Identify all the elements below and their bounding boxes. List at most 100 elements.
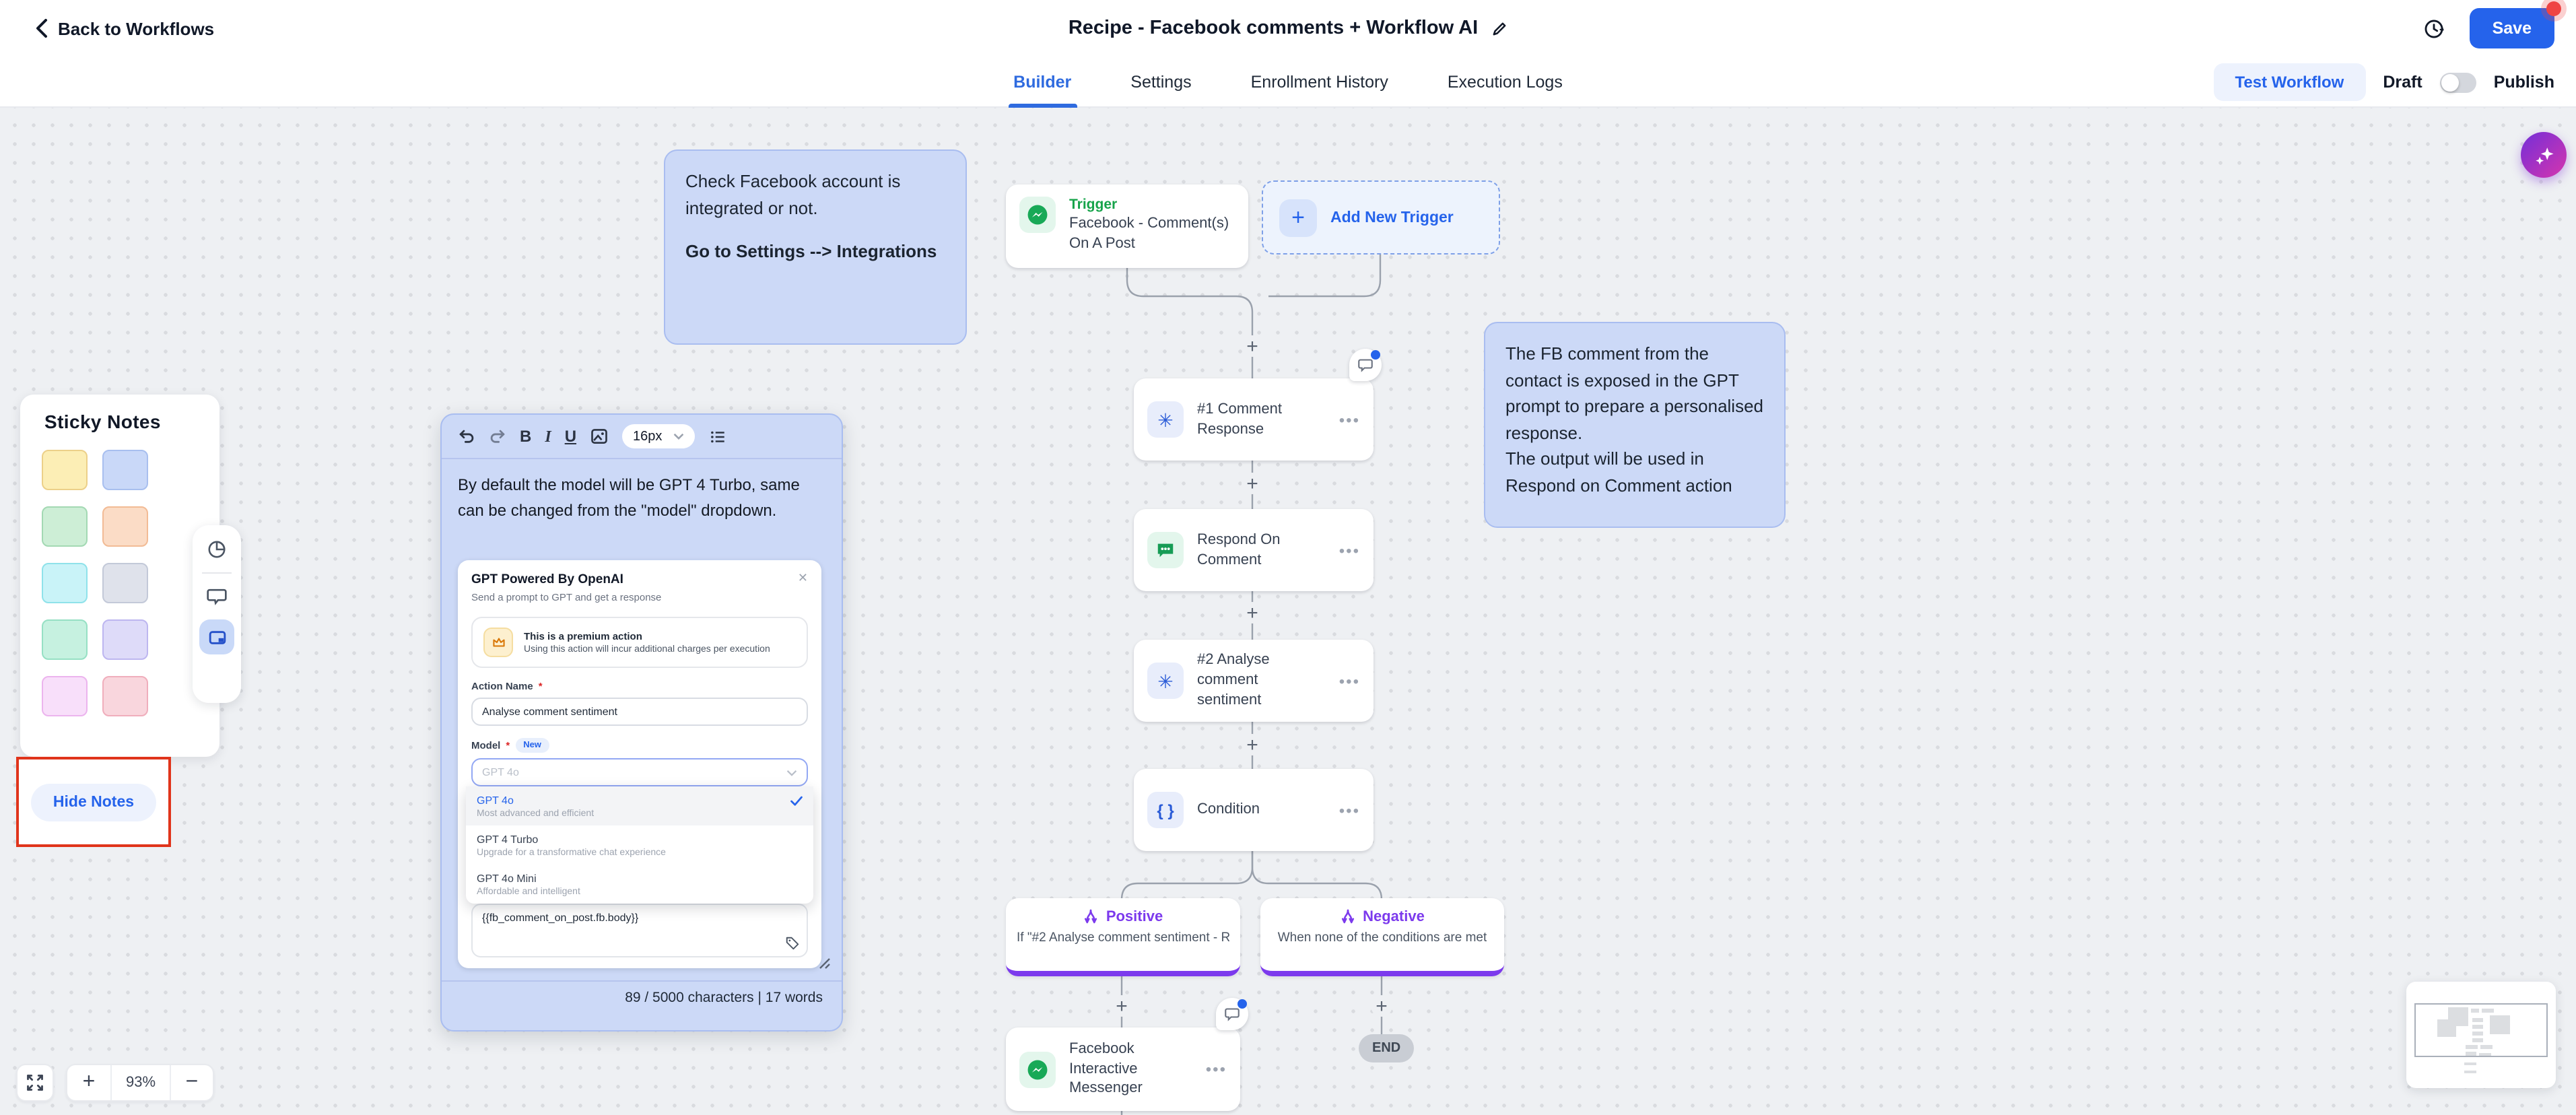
sticky-note-bold-text: Go to Settings --> Integrations xyxy=(685,241,937,261)
action-name-label: Action Name* xyxy=(471,680,543,692)
branch-negative[interactable]: Negative When none of the conditions are… xyxy=(1260,898,1504,976)
header-right: Save xyxy=(2422,0,2561,57)
swatch-green[interactable] xyxy=(42,506,88,547)
fit-to-screen-button[interactable] xyxy=(16,1064,54,1102)
tab-execution-logs[interactable]: Execution Logs xyxy=(1447,73,1563,92)
node-menu-dots[interactable]: ••• xyxy=(1338,671,1360,690)
redo-icon[interactable] xyxy=(489,428,506,445)
node-menu-dots[interactable]: ••• xyxy=(1205,1060,1227,1079)
comment-indicator-badge[interactable] xyxy=(1216,998,1248,1030)
add-action-plus-3[interactable]: + xyxy=(1242,601,1263,624)
stats-pie-icon[interactable] xyxy=(206,539,228,560)
save-label: Save xyxy=(2492,19,2532,38)
swatch-cyan[interactable] xyxy=(42,563,88,603)
bullet-list-icon[interactable] xyxy=(708,428,726,445)
trigger-node[interactable]: Trigger Facebook - Comment(s) On A Post xyxy=(1006,184,1248,268)
test-workflow-button[interactable]: Test Workflow xyxy=(2213,63,2366,101)
branch-icon xyxy=(1342,909,1355,924)
toggle-knob xyxy=(2441,73,2459,91)
page-title: Recipe - Facebook comments + Workflow AI xyxy=(1068,18,1479,39)
node-label: Condition xyxy=(1197,801,1260,818)
page-title-wrap: Recipe - Facebook comments + Workflow AI xyxy=(0,0,2576,57)
publish-toggle[interactable] xyxy=(2439,72,2476,92)
swatch-yellow[interactable] xyxy=(42,450,88,490)
sticky-note-text: Check Facebook account is integrated or … xyxy=(685,171,901,217)
ai-assistant-fab[interactable] xyxy=(2521,132,2567,178)
sticky-note-editor[interactable]: B I U 16px By default the model will be … xyxy=(440,413,843,1032)
zoom-in-button[interactable]: + xyxy=(82,1071,96,1093)
tab-bar: Builder Settings Enrollment History Exec… xyxy=(0,57,2576,108)
node-menu-dots[interactable]: ••• xyxy=(1338,541,1360,560)
expand-icon xyxy=(27,1075,43,1091)
new-badge: New xyxy=(515,738,549,753)
publish-label: Publish xyxy=(2493,73,2554,92)
undo-icon[interactable] xyxy=(458,428,475,445)
swatch-lavender[interactable] xyxy=(102,619,148,660)
tab-settings[interactable]: Settings xyxy=(1130,73,1192,92)
add-action-plus-negative[interactable]: + xyxy=(1371,994,1392,1017)
respond-comment-icon xyxy=(1147,532,1184,568)
comment-indicator-badge[interactable] xyxy=(1349,349,1382,381)
premium-title: This is a premium action xyxy=(524,630,642,642)
branch-positive[interactable]: Positive If "#2 Analyse comment sentimen… xyxy=(1006,898,1240,976)
tab-builder[interactable]: Builder xyxy=(1008,57,1077,108)
back-label: Back to Workflows xyxy=(58,18,215,38)
minimap-viewport xyxy=(2414,1003,2548,1057)
save-button[interactable]: Save xyxy=(2469,1,2561,48)
font-size-dropdown[interactable]: 16px xyxy=(622,424,695,448)
resize-handle-icon[interactable] xyxy=(815,953,831,970)
editor-note-text[interactable]: By default the model will be GPT 4 Turbo… xyxy=(458,475,800,520)
swatch-pink[interactable] xyxy=(42,676,88,716)
tab-enrollment-history[interactable]: Enrollment History xyxy=(1250,73,1388,92)
trigger-kicker: Trigger xyxy=(1069,197,1118,213)
node-menu-dots[interactable]: ••• xyxy=(1338,410,1360,429)
minimap[interactable] xyxy=(2406,982,2556,1088)
zoom-out-button[interactable]: − xyxy=(170,1065,213,1100)
tabbar-right: Test Workflow Draft Publish xyxy=(2213,57,2554,108)
bold-icon[interactable]: B xyxy=(520,427,532,446)
swatch-gray[interactable] xyxy=(102,563,148,603)
insert-image-icon[interactable] xyxy=(590,427,609,446)
swatch-blue[interactable] xyxy=(102,450,148,490)
add-action-plus-positive[interactable]: + xyxy=(1111,994,1132,1017)
header: Back to Workflows Recipe - Facebook comm… xyxy=(0,0,2576,57)
tag-icon xyxy=(786,937,799,950)
add-action-plus-2[interactable]: + xyxy=(1242,472,1263,495)
node-condition[interactable]: { } Condition ••• xyxy=(1134,769,1374,851)
sticky-notes-panel-title: Sticky Notes xyxy=(44,411,161,432)
sticky-note-check-facebook[interactable]: Check Facebook account is integrated or … xyxy=(664,149,967,345)
edit-title-pencil-icon[interactable] xyxy=(1490,20,1507,37)
underline-icon[interactable]: U xyxy=(564,427,577,446)
node-fb-interactive-messenger[interactable]: Facebook Interactive Messenger ••• xyxy=(1006,998,1248,1111)
hide-notes-button[interactable]: Hide Notes xyxy=(31,783,156,821)
end-node: END xyxy=(1359,1034,1415,1062)
node-comment-response[interactable]: ✳ #1 Comment Response ••• xyxy=(1134,349,1382,461)
prompt-field: {{fb_comment_on_post.fb.body}} xyxy=(471,904,808,957)
comments-tool-icon[interactable] xyxy=(206,586,228,607)
workflow-canvas[interactable]: + + + + + + Check Facebook account is in… xyxy=(0,108,2576,1115)
sticky-note-text: The output will be used in Respond on Co… xyxy=(1505,448,1732,495)
trigger-title: Facebook - Comment(s) On A Post xyxy=(1069,215,1229,252)
node-respond-on-comment[interactable]: Respond On Comment ••• xyxy=(1134,509,1374,591)
italic-icon[interactable]: I xyxy=(545,426,551,445)
add-action-plus-1[interactable]: + xyxy=(1242,335,1263,358)
premium-subtitle: Using this action will incur additional … xyxy=(524,645,770,654)
swatch-rose[interactable] xyxy=(102,676,148,716)
openai-icon: ✳ xyxy=(1147,663,1184,699)
add-action-plus-4[interactable]: + xyxy=(1242,733,1263,756)
branch-label: Positive xyxy=(1106,908,1163,924)
swatch-peach[interactable] xyxy=(102,506,148,547)
character-counter: 89 / 5000 characters | 17 words xyxy=(625,990,823,1006)
swatch-mint[interactable] xyxy=(42,619,88,660)
node-menu-dots[interactable]: ••• xyxy=(1338,801,1360,819)
branch-condition-text: If "#2 Analyse comment sentiment - R... xyxy=(1017,931,1229,945)
node-label: #2 Analyse comment sentiment xyxy=(1197,652,1270,708)
premium-action-banner: This is a premium action Using this acti… xyxy=(471,617,808,668)
sticky-note-tool-active[interactable] xyxy=(199,619,234,654)
add-new-trigger-button[interactable]: + Add New Trigger xyxy=(1262,180,1500,255)
node-analyse-sentiment[interactable]: ✳ #2 Analyse comment sentiment ••• xyxy=(1134,640,1374,722)
sticky-note-gpt-explanation[interactable]: The FB comment from the contact is expos… xyxy=(1484,322,1786,528)
action-name-input: Analyse comment sentiment xyxy=(471,698,808,726)
back-to-workflows-button[interactable]: Back to Workflows xyxy=(35,18,214,38)
version-history-icon[interactable] xyxy=(2422,17,2445,40)
